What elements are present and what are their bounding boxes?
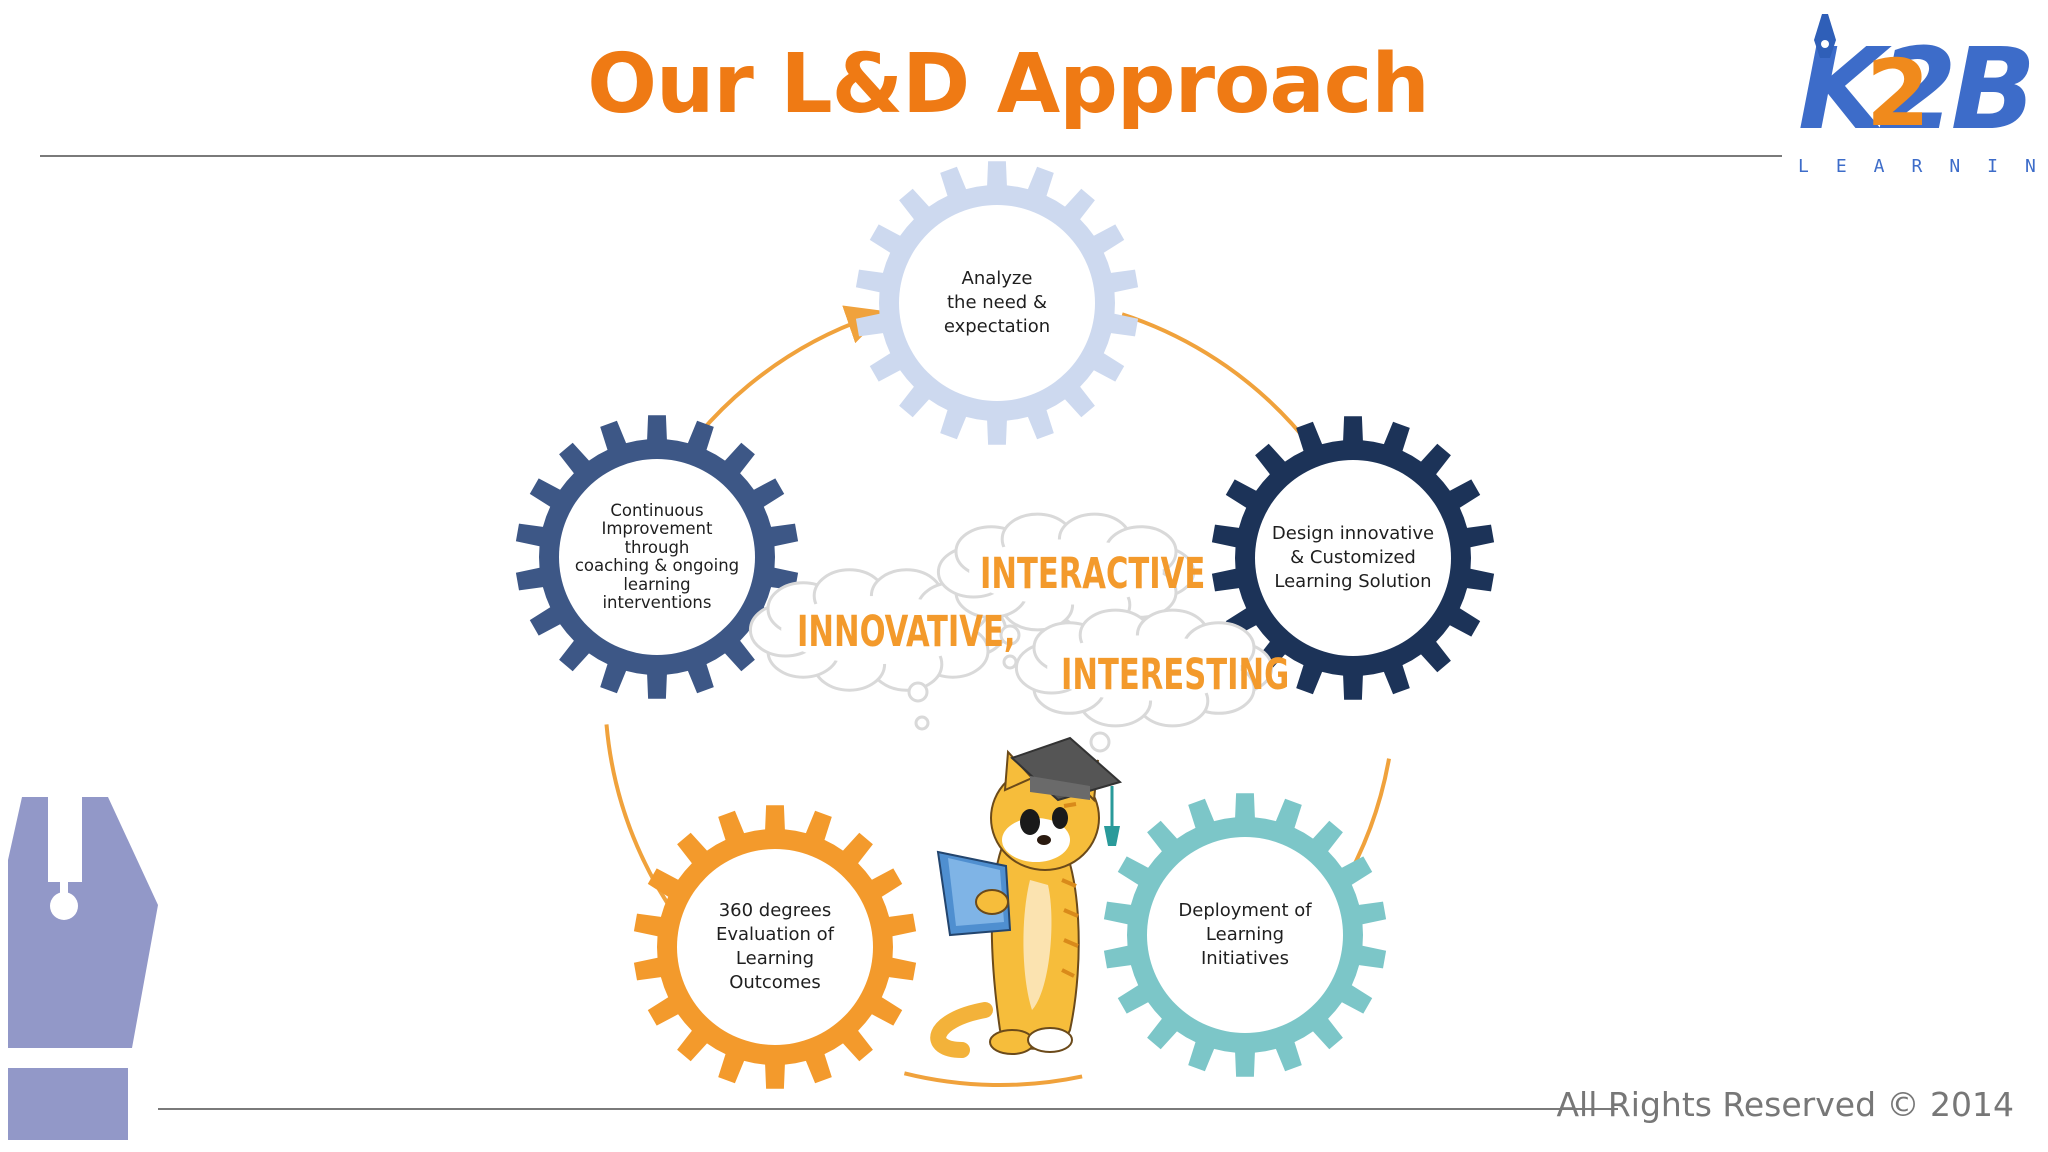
gear-deployment — [1103, 793, 1387, 1077]
gear-label-line: Learning — [735, 948, 815, 969]
gear-label-line: Continuous — [610, 500, 704, 520]
logo-two-accent: 2 — [1866, 40, 1930, 147]
thought-bubble — [907, 681, 929, 703]
thought-bubble — [999, 624, 1021, 646]
logo-k2b: K2B — [1798, 25, 2036, 155]
copyright-footer: All Rights Reserved © 2014 — [1556, 1085, 2014, 1124]
gear-label-line: Deployment of — [1178, 900, 1312, 921]
gear-label-line: through — [624, 537, 690, 557]
thought-cloud — [1014, 608, 1274, 728]
gear-label-line: Learning Solution — [1274, 571, 1432, 592]
logo-subtitle: LEARNING — [1798, 156, 2048, 177]
gear-label-line: Improvement — [601, 519, 713, 538]
gear-label-line: Analyze — [961, 268, 1033, 289]
gear-improvement — [515, 415, 799, 699]
thought-bubble — [914, 715, 930, 731]
gear-label-line: 360 degrees — [718, 900, 832, 921]
graduate-cat-icon — [930, 736, 1123, 1058]
gear-design — [1211, 416, 1495, 700]
page-title: Our L&D Approach — [587, 37, 1429, 132]
cycle-arrow — [1121, 312, 1313, 449]
gear-label-line: Learning — [1205, 924, 1285, 945]
thought-bubble — [1002, 654, 1018, 670]
thought-bubble — [1089, 731, 1111, 753]
gear-evaluation — [633, 805, 917, 1089]
logo-mark: K2B — [1798, 34, 2036, 146]
gear-label-line: coaching & ongoing — [574, 556, 740, 575]
gear-label-line: Outcomes — [729, 972, 821, 993]
pen-nib-icon — [8, 797, 158, 1140]
gear-label-line: the need & — [946, 292, 1047, 313]
gear-label-analyze: Analyze the need & expectation — [907, 213, 1087, 393]
thought-cloud — [748, 568, 1008, 692]
thought-clouds — [748, 512, 1274, 753]
gear-label-line: learning — [623, 574, 691, 594]
thought-cloud — [936, 512, 1196, 632]
gear-label-line: Evaluation of — [715, 924, 835, 945]
gear-analyze — [855, 161, 1139, 445]
gear-label-line: interventions — [602, 593, 712, 612]
gear-label-line: Design innovative — [1271, 523, 1435, 544]
cycle-arrow — [903, 1071, 1083, 1088]
thought-interactive: INTERACTIVE — [980, 549, 1206, 599]
logo-pen-icon — [1814, 14, 1836, 58]
gear-label-line: & Customized — [1290, 547, 1416, 568]
thought-interesting: INTERESTING — [1061, 650, 1290, 700]
thought-innovative: INNOVATIVE, — [797, 607, 1016, 657]
gear-label-line: Initiatives — [1201, 948, 1289, 969]
footer-divider — [158, 1108, 1618, 1110]
header-divider — [40, 155, 1782, 157]
gear-label-line: expectation — [943, 316, 1051, 337]
